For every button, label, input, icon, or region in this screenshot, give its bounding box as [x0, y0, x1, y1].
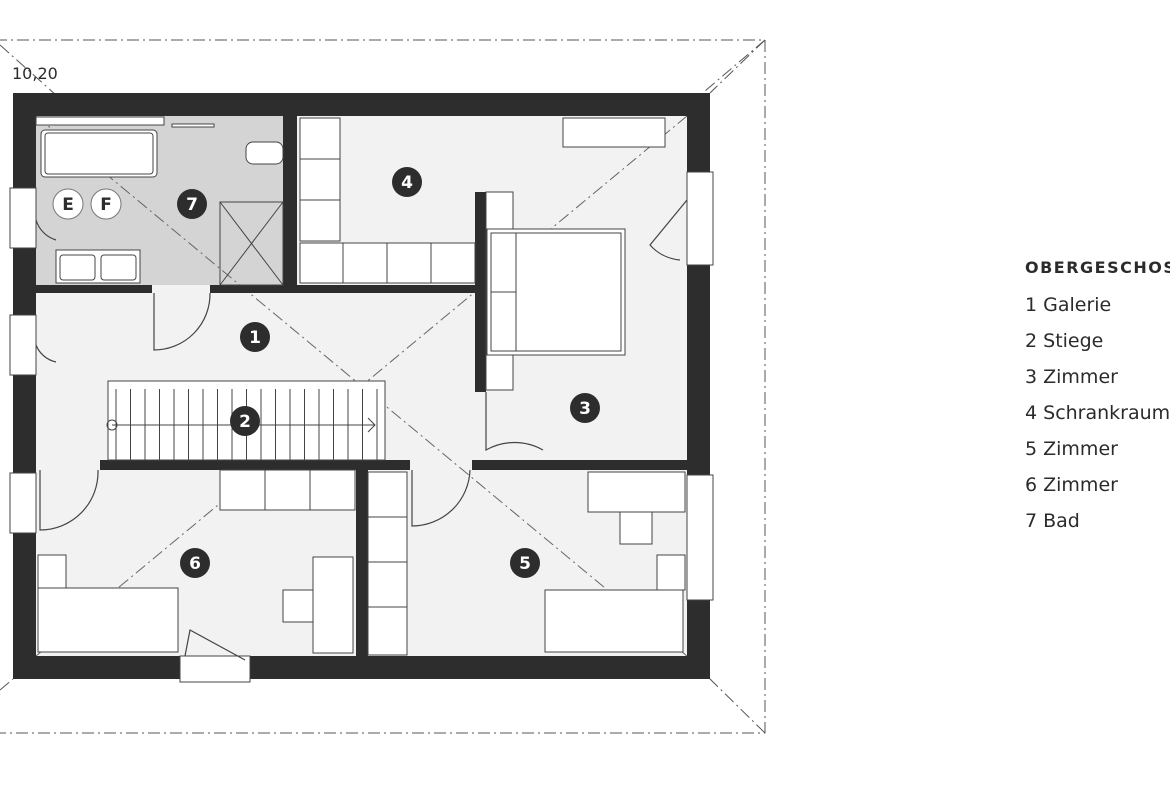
svg-text:E: E [62, 195, 74, 215]
room-5-furniture [367, 471, 686, 656]
room-badge-1: 1 [240, 322, 270, 352]
doors [35, 199, 688, 661]
legend-item: 5 Zimmer [1025, 438, 1118, 460]
room-legend: OBERGESCHOSS 1 Galerie 2 Stiege 3 Zimmer… [1025, 258, 1170, 539]
room-6-furniture [37, 469, 356, 654]
room-badge-6: 6 [180, 548, 210, 578]
marker-e: E [52, 188, 84, 220]
svg-text:4: 4 [401, 173, 413, 193]
room-badge-2: 2 [230, 406, 260, 436]
room-badge-5: 5 [510, 548, 540, 578]
dimension-label: 10,20 [12, 64, 58, 83]
svg-text:1: 1 [249, 328, 261, 348]
legend-item: 3 Zimmer [1025, 366, 1118, 388]
marker-f: F [90, 188, 122, 220]
room-badges: 1 2 3 4 5 6 7 E F [52, 167, 600, 578]
legend-title: OBERGESCHOSS [1025, 258, 1170, 277]
svg-text:2: 2 [239, 412, 251, 432]
svg-text:F: F [100, 195, 112, 215]
svg-text:3: 3 [579, 399, 591, 419]
legend-item: 4 Schrankraum [1025, 402, 1170, 424]
room-badge-7: 7 [177, 189, 207, 219]
legend-item: 7 Bad [1025, 510, 1080, 532]
room-badge-4: 4 [392, 167, 422, 197]
room-badge-3: 3 [570, 393, 600, 423]
interior-walls [36, 116, 687, 656]
legend-item: 2 Stiege [1025, 330, 1104, 352]
windows [9, 171, 714, 683]
svg-text:6: 6 [189, 554, 201, 574]
svg-text:5: 5 [519, 554, 531, 574]
bathroom-fixtures [35, 116, 284, 286]
legend-item: 6 Zimmer [1025, 474, 1118, 496]
svg-text:7: 7 [186, 195, 198, 215]
legend-item: 1 Galerie [1025, 294, 1112, 316]
double-bed [486, 228, 626, 356]
